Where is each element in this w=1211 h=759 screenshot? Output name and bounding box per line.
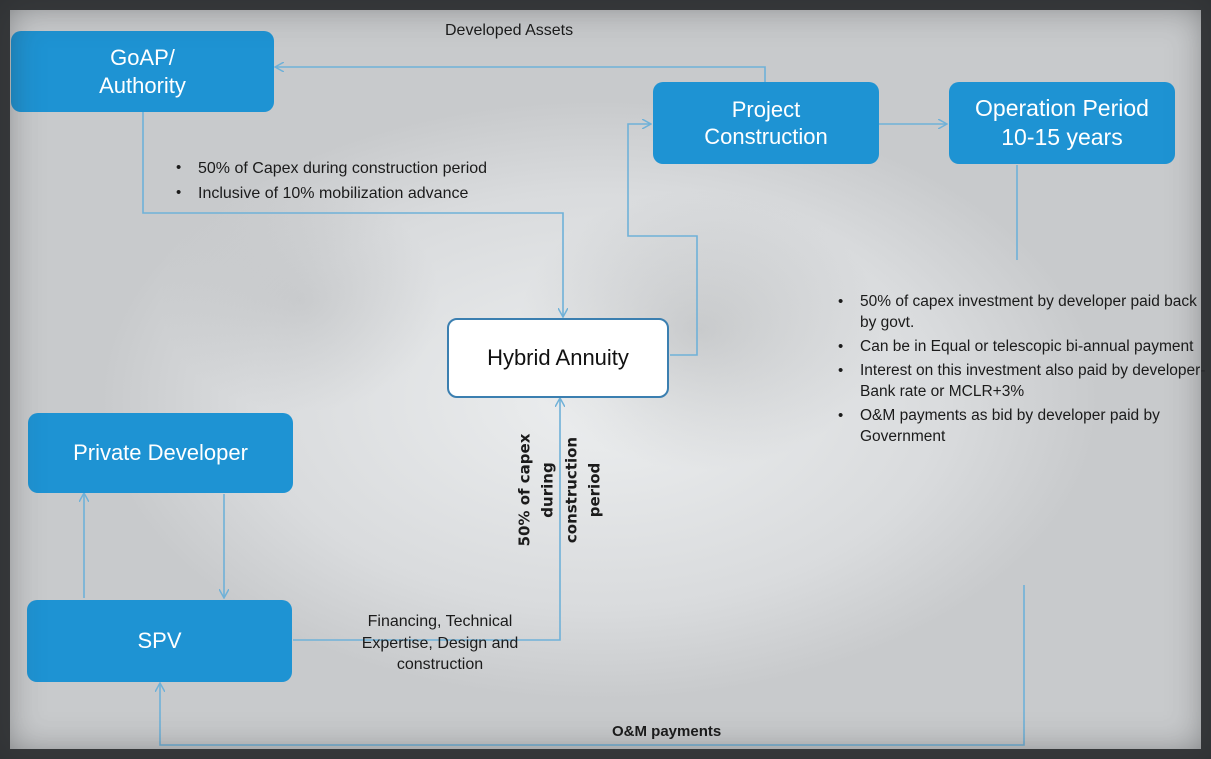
developed-assets-arrow	[276, 67, 766, 82]
operation-bullet-item: Can be in Equal or telescopic bi-annual …	[830, 337, 1211, 358]
operation-period-box: Operation Period 10-15 years	[949, 82, 1175, 164]
private-developer-box: Private Developer	[28, 413, 293, 493]
project-construction-box: Project Construction	[653, 82, 879, 164]
authority-to-annuity-arrow	[142, 112, 563, 316]
hybrid-annuity-box: Hybrid Annuity	[447, 318, 669, 398]
om-payments-label: O&M payments	[612, 723, 722, 740]
developed-assets-label: Developed Assets	[445, 22, 574, 39]
operation-bullet-list: 50% of capex investment by developer pai…	[830, 292, 1211, 450]
authority-bullet-item: Inclusive of 10% mobilization advance	[168, 183, 508, 205]
annuity-to-construction-arrow	[627, 124, 698, 356]
authority-bullet-list: 50% of Capex during construction period …	[168, 158, 508, 207]
goap-authority-box: GoAP/ Authority	[11, 31, 274, 112]
spv-to-annuity-arrow	[293, 399, 560, 641]
operation-bullet-item: O&M payments as bid by developer paid by…	[830, 406, 1211, 448]
capex-vertical-label: 50% of capex during construction period	[515, 433, 604, 547]
operation-bullet-item: 50% of capex investment by developer pai…	[830, 292, 1211, 334]
authority-bullet-item: 50% of Capex during construction period	[168, 158, 508, 180]
operation-bullet-item: Interest on this investment also paid by…	[830, 361, 1211, 403]
spv-box: SPV	[27, 600, 292, 682]
financing-label: Financing, Technical Expertise, Design a…	[361, 613, 519, 674]
om-payments-arrow	[160, 585, 1025, 746]
